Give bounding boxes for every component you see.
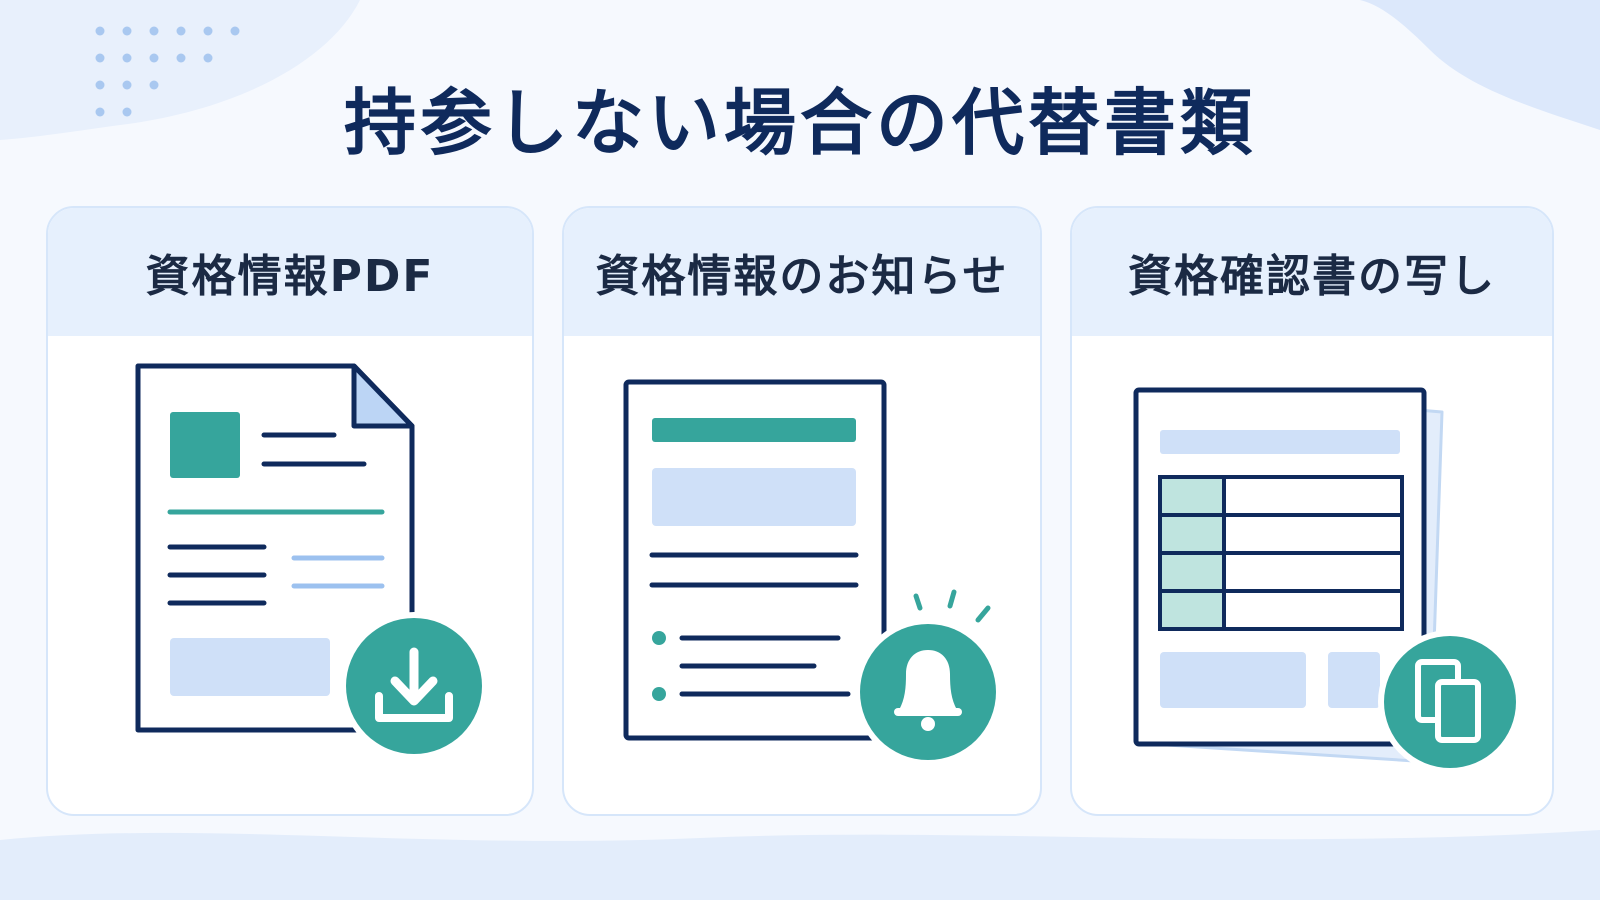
card-header: 資格情報PDF xyxy=(48,208,532,336)
card-header: 資格確認書の写し xyxy=(1072,208,1552,336)
card-title: 資格確認書の写し xyxy=(1128,251,1496,302)
download-icon xyxy=(340,612,488,760)
page-title: 持参しない場合の代替書類 xyxy=(343,81,1256,165)
card-qualification-certificate-copy: 資格確認書の写し xyxy=(1070,206,1554,816)
bell-icon xyxy=(854,618,1002,766)
notice-document-illustration xyxy=(623,379,1002,766)
card-header: 資格情報のお知らせ xyxy=(564,208,1040,336)
bottom-wave xyxy=(0,830,1600,900)
card-title: 資格情報のお知らせ xyxy=(595,251,1009,302)
dot-grid-decoration xyxy=(95,26,240,117)
certificate-copy-illustration xyxy=(1133,387,1522,774)
card-qualification-pdf: 資格情報PDF xyxy=(46,206,534,816)
copy-icon xyxy=(1378,630,1522,774)
top-left-wave xyxy=(0,0,360,140)
card-qualification-notice: 資格情報のお知らせ xyxy=(562,206,1042,816)
top-right-wave xyxy=(1360,0,1600,130)
card-title: 資格情報PDF xyxy=(145,251,435,302)
pdf-document-illustration xyxy=(135,363,488,760)
